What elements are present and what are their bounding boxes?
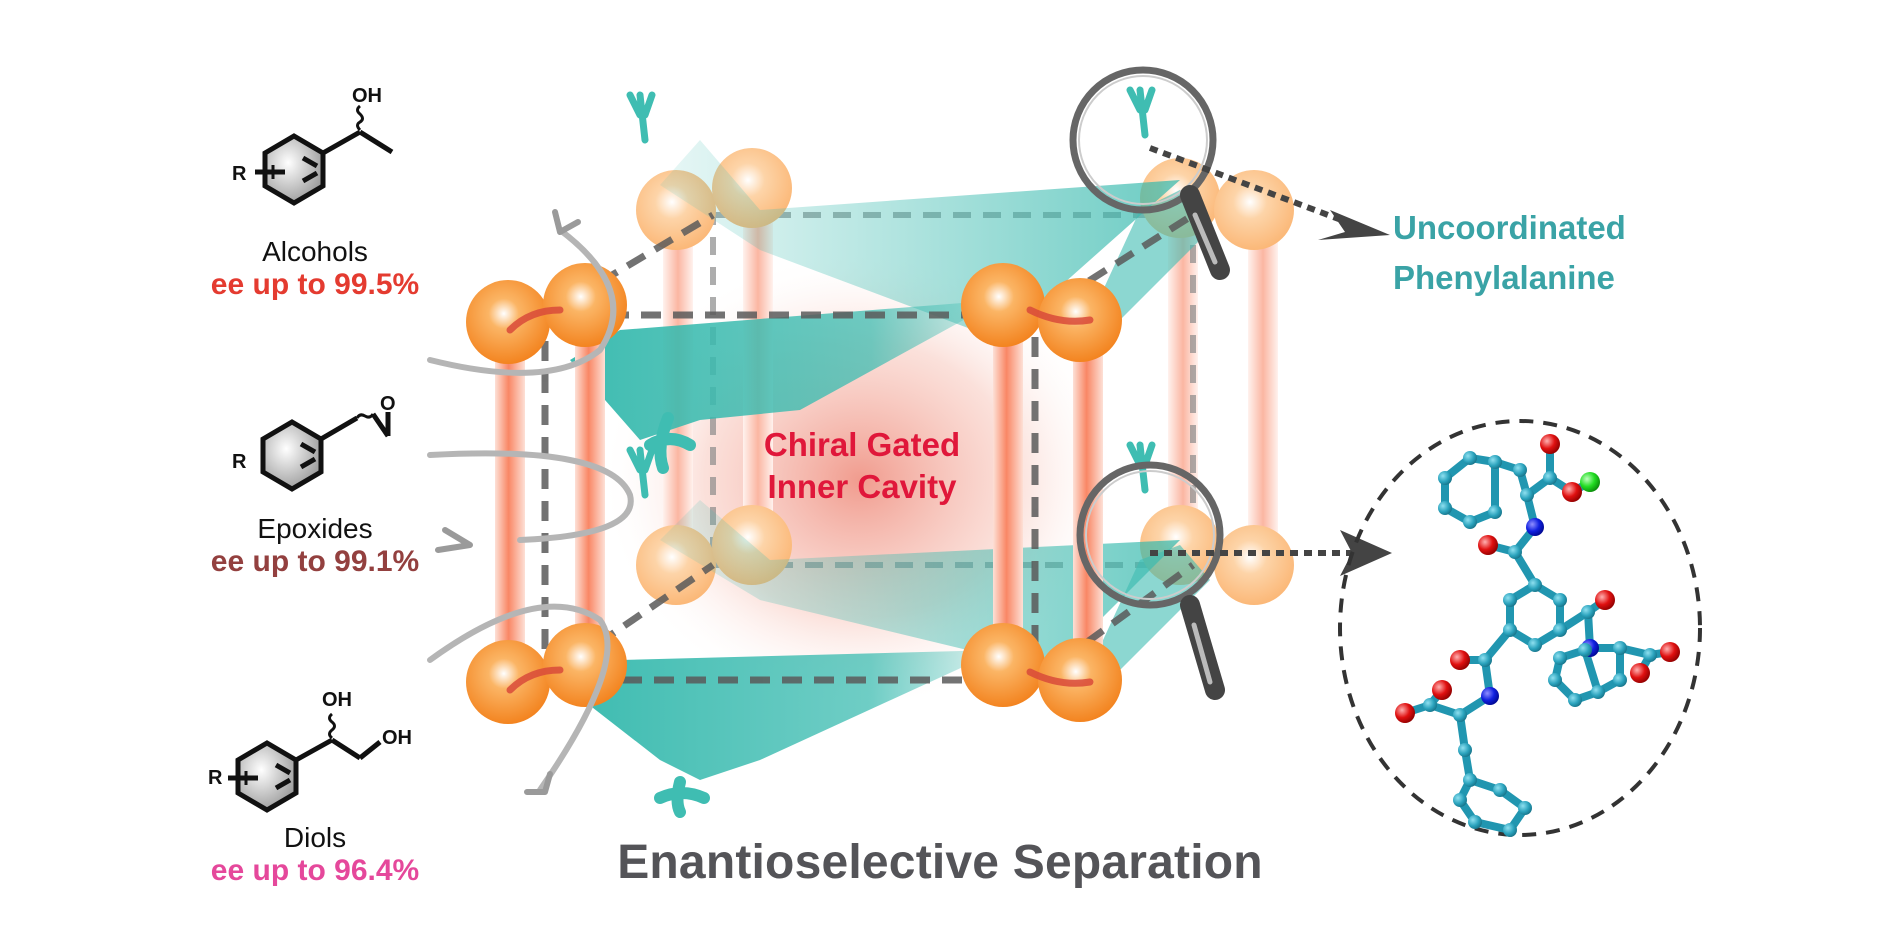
figure-title: Enantioselective Separation: [617, 836, 1263, 889]
carbon-atom: [1553, 593, 1567, 607]
carbon-atom: [1518, 801, 1532, 815]
diols-ee: ee up to 96.4%: [210, 854, 420, 887]
oxygen-atom: [1450, 650, 1470, 670]
carbon-atom: [1463, 515, 1477, 529]
nitrogen-atom: [1526, 518, 1544, 536]
alcohol-structure: [255, 104, 394, 206]
diols-label: Diols: [283, 822, 347, 853]
alcohol-oh-label: OH: [352, 85, 382, 107]
carbon-atom: [1493, 783, 1507, 797]
oxygen-atom: [1660, 642, 1680, 662]
oxygen-atom: [1595, 590, 1615, 610]
alcohols-label-group: Alcohols ee up to 99.5%: [175, 236, 455, 302]
oxygen-atom: [1540, 434, 1560, 454]
carbon-atom: [1543, 471, 1557, 485]
diol-oh-top-label: OH: [322, 689, 352, 711]
carbon-atom: [1643, 648, 1657, 662]
carbon-atom: [1463, 451, 1477, 465]
arrowhead-icon: [1340, 530, 1392, 576]
carbon-atom: [1453, 708, 1467, 722]
magnifier-icon-bottom: [1076, 461, 1225, 700]
oxygen-atom: [1478, 535, 1498, 555]
carbon-atom: [1488, 455, 1502, 469]
carbon-atom: [1528, 578, 1542, 592]
carbon-atom: [1438, 471, 1452, 485]
carbon-atom: [1463, 773, 1477, 787]
cavity-label-line1: Chiral Gated: [763, 426, 961, 463]
molecule-bond: [1581, 646, 1602, 696]
epoxides-label-group: Epoxides ee up to 99.1%: [175, 513, 455, 579]
carbon-atom: [1548, 673, 1562, 687]
carbon-atom: [1613, 673, 1627, 687]
front-pillars: [495, 320, 1103, 675]
epoxides-ee: ee up to 99.1%: [210, 545, 420, 578]
carbon-atom: [1553, 651, 1567, 665]
callout-line1: Uncoordinated: [1393, 209, 1626, 246]
carbon-atom: [1503, 623, 1517, 637]
alcohol-r-label: R: [232, 163, 247, 185]
carbon-atom: [1553, 623, 1567, 637]
arrowhead-icon: [1318, 210, 1390, 240]
callout-arrows: [1148, 145, 1370, 556]
alcohols-label: Alcohols: [262, 236, 368, 267]
carbon-atom: [1528, 638, 1542, 652]
carbon-atom: [1503, 593, 1517, 607]
entry-arrows: [427, 209, 634, 795]
diol-r-label: R: [208, 767, 223, 789]
carbon-atom: [1568, 693, 1582, 707]
carbon-atom: [1508, 545, 1522, 559]
carbon-atom: [1613, 641, 1627, 655]
carbon-atom: [1513, 463, 1527, 477]
epoxides-label: Epoxides: [257, 513, 373, 544]
carbon-atom: [1581, 605, 1595, 619]
alcohols-ee: ee up to 99.5%: [210, 268, 420, 301]
hydrogen-atom: [1580, 472, 1600, 492]
teal-linkers: [570, 86, 1210, 818]
carbon-atom: [1438, 501, 1452, 515]
carbon-atom: [1468, 815, 1482, 829]
carbon-atom: [1453, 793, 1467, 807]
diols-label-group: Diols ee up to 96.4%: [175, 822, 455, 888]
diol-oh-end-label: OH: [382, 727, 412, 749]
carbon-atom: [1458, 743, 1472, 757]
oxygen-atom: [1432, 680, 1452, 700]
carbon-atom: [1478, 653, 1492, 667]
oxygen-atom: [1562, 482, 1582, 502]
carbon-atom: [1488, 505, 1502, 519]
carbon-atom: [1423, 698, 1437, 712]
nitrogen-atom: [1481, 687, 1499, 705]
oxygen-atom: [1395, 703, 1415, 723]
carbon-atom: [1520, 488, 1534, 502]
magnifier-icon-top: [1069, 66, 1230, 280]
uncoordinated-phenylalanine-label: Uncoordinated Phenylalanine: [1393, 203, 1626, 303]
callout-line2: Phenylalanine: [1393, 259, 1615, 296]
phenylalanine-molecule: [1395, 434, 1680, 837]
cavity-label-line2: Inner Cavity: [767, 468, 957, 505]
molecule-outline: [1338, 419, 1702, 837]
epoxide-structure: [260, 412, 391, 492]
epoxide-o-label: O: [380, 393, 396, 415]
carbon-atom: [1578, 643, 1592, 657]
carbon-atom: [1503, 823, 1517, 837]
carbon-atom: [1591, 685, 1605, 699]
oxygen-atom: [1630, 663, 1650, 683]
diol-structure: [228, 712, 382, 813]
epoxide-r-label: R: [232, 451, 247, 473]
cavity-label: Chiral Gated Inner Cavity: [712, 424, 1012, 508]
